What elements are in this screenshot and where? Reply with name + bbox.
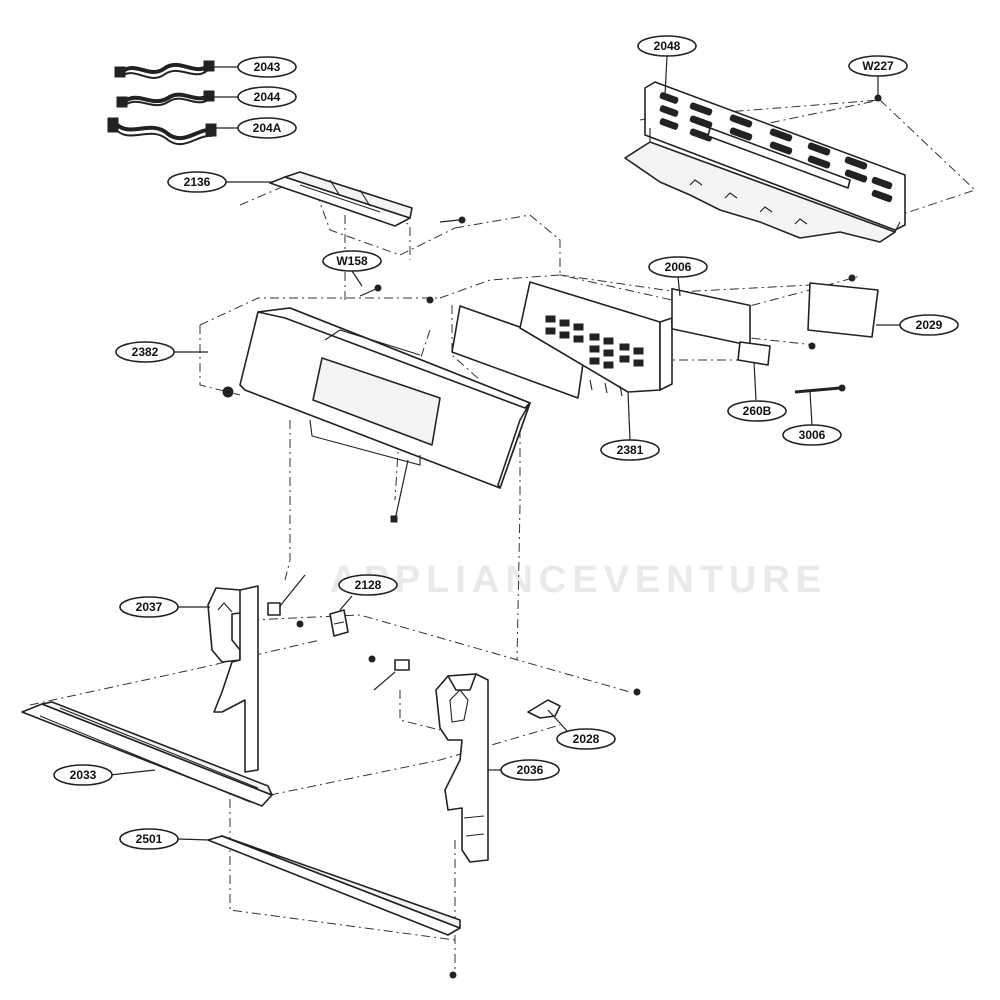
callout-label: 2382 [132,345,159,359]
display-board-2029 [807,274,879,350]
sensor-3006 [794,384,846,426]
callout-label: 2036 [517,763,544,777]
callout-bubble [322,250,382,272]
callout-2501: 2501 [119,828,179,850]
small-board-260B [737,341,771,401]
callout-2136: 2136 [167,171,227,193]
screw-icon [633,688,641,696]
callout-label: W227 [862,59,894,73]
watermark: APPLIANCEVENTURE [330,559,827,601]
callout-label: 2501 [136,832,163,846]
bracket-2028 [527,688,641,733]
screw-icon [368,655,376,663]
callout-W227: W227 [848,55,908,77]
screw-icon [458,216,466,224]
callout-leaders [109,55,900,841]
side-bracket-2036 [368,655,489,863]
vent-slots [659,92,893,203]
keypad-buttons [545,315,644,369]
relay-board [671,288,751,347]
callout-bubble [782,424,842,446]
control-board-2006 [519,281,751,397]
screw-icon [296,620,304,628]
callout-2029: 2029 [899,314,959,336]
callout-label: 2128 [355,578,382,592]
callout-bubble [600,439,660,461]
callout-2043: 2043 [237,56,297,78]
callout-bubble [53,764,113,786]
callout-2033: 2033 [53,764,113,786]
screw-icon [426,296,434,304]
callout-2006: 2006 [648,256,708,278]
callout-label: 260B [743,404,772,418]
clip-icon [267,602,281,616]
callout-2048: 2048 [637,35,697,57]
callout-bubble [167,171,227,193]
screw-icon [848,274,856,282]
callout-2028: 2028 [556,728,616,750]
callout-label: 2006 [665,260,692,274]
callout-2381: 2381 [600,439,660,461]
callout-2036: 2036 [500,759,560,781]
callout-label: 2044 [254,90,281,104]
callout-label: W158 [336,254,368,268]
screw-icon [449,971,457,979]
callout-2037: 2037 [119,596,179,618]
control-bracket-2136 [269,171,466,227]
bottom-trim-2501 [207,835,461,979]
screw-icon [808,342,816,350]
callout-bubble [648,256,708,278]
wire-harness-2044 [116,90,215,108]
callout-bubble [115,341,175,363]
callout-3006: 3006 [782,424,842,446]
callout-bubble [637,35,697,57]
callout-label: 2037 [136,600,163,614]
callout-204A: 204A [237,117,297,139]
callout-bubble [338,574,398,596]
callout-label: 2381 [617,443,644,457]
wire-harness-204A [107,117,217,146]
screw-icon [374,284,382,292]
callout-bubble [119,828,179,850]
callout-label: 2028 [573,732,600,746]
callout-W158: W158 [322,250,382,272]
callout-label: 3006 [799,428,826,442]
callout-260B: 260B [727,400,787,422]
callout-bubble [500,759,560,781]
rear-vent-panel [624,81,906,243]
side-bracket-2037 [207,574,306,773]
callout-label: 2048 [654,39,681,53]
callout-bubble [848,55,908,77]
callout-bubble [556,728,616,750]
callout-label: 2136 [184,175,211,189]
control-panel-2382 [222,284,531,523]
watermark-text: APPLIANCEVENTURE [330,559,827,601]
callout-bubble [237,56,297,78]
callout-2382: 2382 [115,341,175,363]
callout-bubble [899,314,959,336]
callout-bubble [119,596,179,618]
callout-label: 204A [253,121,282,135]
callout-bubble [727,400,787,422]
clip-2128 [329,595,353,637]
knob-icon [222,386,234,398]
callout-2128: 2128 [338,574,398,596]
clip-icon [394,659,410,671]
callout-bubble [237,117,297,139]
screw-icon [874,94,882,102]
callout-label: 2043 [254,60,281,74]
callout-2044: 2044 [237,86,297,108]
callout-bubble [237,86,297,108]
front-rail-2033 [21,701,273,807]
screw-icon [390,515,398,523]
wire-harness-2043 [114,60,215,79]
callout-label: 2033 [70,768,97,782]
callout-label: 2029 [916,318,943,332]
